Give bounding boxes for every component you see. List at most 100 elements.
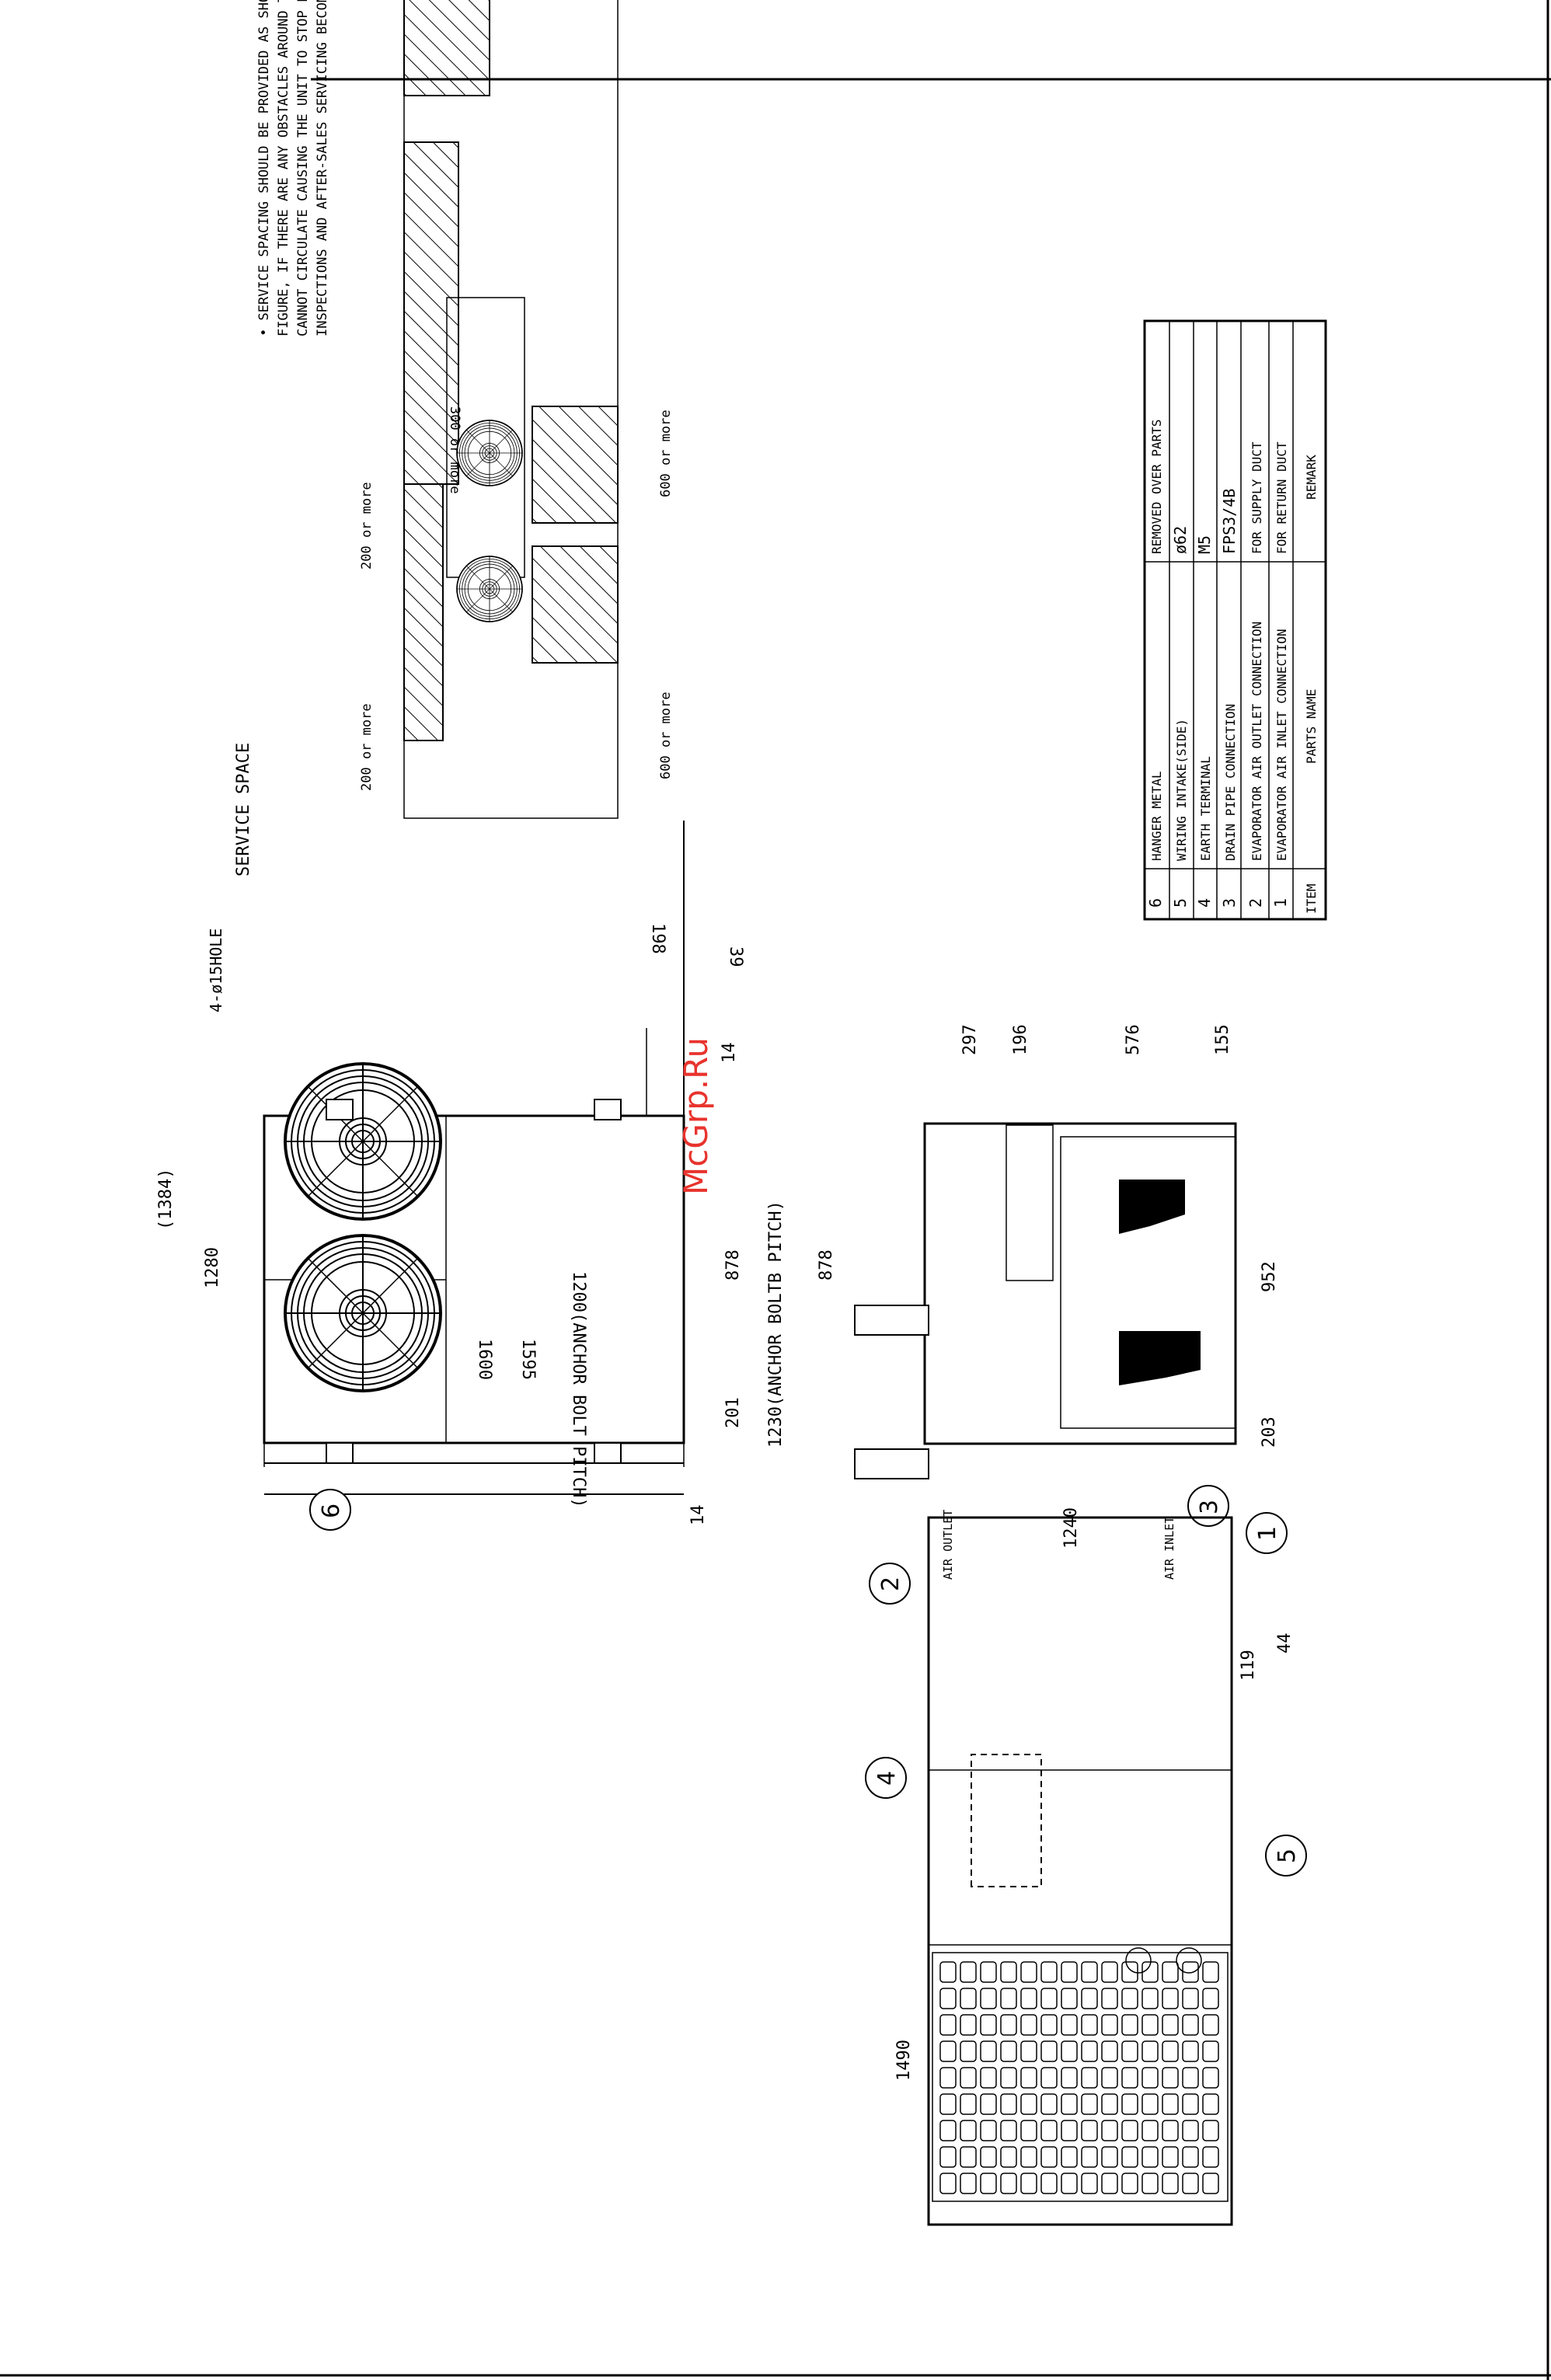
louver-cell [1182,2093,1199,2115]
louver-cell [1081,1961,1098,1983]
louver-cell [1121,1961,1138,1983]
cutaway-1 [1119,1331,1201,1385]
dim-155: 155 [1213,1024,1232,1055]
row-item-4: 4 [1195,898,1214,908]
louver-cell [1182,2014,1199,2036]
louver-cell [1141,1961,1159,1983]
label-200-left: 200 or more [359,703,375,791]
dim-anchor-pitch: 1200(ANCHOR BOLT PITCH) [569,1271,588,1508]
louver-cell [980,1988,997,2009]
louver-cell [960,1988,977,2009]
row-name-6: HANGER METAL [1149,771,1164,861]
parts-table: 6 HANGER METAL REMOVED OVER PARTS 5 WIRI… [1143,319,1327,921]
louver-cell [1101,2040,1118,2062]
service-zone-right [532,406,619,524]
louver-cell [939,2093,957,2115]
louver-cell [1202,2040,1219,2062]
row-remark-2: FOR SUPPLY DUCT [1250,441,1264,554]
louver-cell [1000,2120,1017,2141]
callout-4-label: 4 [873,1771,901,1786]
louver-cell [980,2120,997,2141]
louver-cell [1202,2120,1219,2141]
fan-icon [456,556,523,622]
louver-cell [1141,2093,1159,2115]
header-remark: REMARK [1304,455,1319,500]
earth-terminal-box [971,1754,1042,1887]
louver-cell [1020,2093,1037,2115]
louver-cell [1162,2014,1179,2036]
louver-cell [960,2067,977,2089]
dim-878: 878 [723,1249,743,1281]
louver-cell [1202,1988,1219,2009]
louver-cell [1040,2173,1058,2194]
dim-14b: 14 [720,1043,739,1064]
louver-cell [1040,2040,1058,2062]
service-zone-rear-1 [403,483,444,741]
louver-cell [1121,2014,1138,2036]
louver-cell [1141,2040,1159,2062]
louver-cell [1040,2146,1058,2168]
louver-cell [1121,2093,1138,2115]
label-air-outlet: AIR OUTLET [941,1510,955,1580]
fan-icon [284,1062,442,1221]
row-remark-1: FOR RETURN DUCT [1274,441,1289,554]
row-remark-5: ø62 [1171,526,1190,554]
label-600-left: 600 or more [658,692,674,779]
louver-cell [1040,2067,1058,2089]
louver-cell [1081,2146,1098,2168]
louver-cell [1121,2067,1138,2089]
louver-cell [1081,2014,1098,2036]
louver-cell [1182,2040,1199,2062]
dim-952: 952 [1260,1261,1279,1292]
louver-cell [1202,2067,1219,2089]
louver-cell [1020,2014,1037,2036]
louver-cell [1141,2173,1159,2194]
louver-cell [1061,1961,1078,1983]
louver-cell [1182,2173,1199,2194]
callout-6-label: 6 [318,1504,345,1518]
callout-4 [865,1757,907,1799]
row-name-2: EVAPORATOR AIR OUTLET CONNECTION [1250,622,1264,861]
louver-cell [1121,2040,1138,2062]
service-space-line-2: FIGURE, IF THERE ARE ANY OBSTACLES AROUN… [276,0,291,336]
dim-196: 196 [1011,1024,1030,1055]
louver-cell [1000,2146,1017,2168]
louver-cell [980,2014,997,2036]
dim-1280: 1280 [203,1247,222,1288]
callout-1-label: 1 [1254,1526,1281,1541]
louver-cell [960,2014,977,2036]
dim-297: 297 [960,1024,980,1055]
louver-cell [1141,1988,1159,2009]
callout-1 [1246,1512,1288,1554]
louver-cell [960,2146,977,2168]
louver-cell [1101,2067,1118,2089]
service-space-title: SERVICE SPACE [234,743,253,876]
louver-cell [1101,2120,1118,2141]
louver-grid [932,1952,1229,2202]
louver-cell [1000,1988,1017,2009]
louver-cell [1081,2120,1098,2141]
callout-5 [1265,1835,1307,1876]
front-view: 1240 119 44 1490 AIR OUTLET AIR INLET 1 … [865,1507,1307,2226]
louver-cell [1000,2173,1017,2194]
louver-cell [1202,1961,1219,1983]
service-space-line-1: • SERVICE SPACING SHOULD BE PROVIDED AS … [256,0,272,336]
louver-cell [939,2173,957,2194]
dim-anchor-pitch-2: 1230(ANCHOR BOLTB PITCH) [766,1200,786,1448]
louver-cell [1040,1988,1058,2009]
louver-cell [1000,1961,1017,1983]
louver-cell [1040,2120,1058,2141]
dim-14a: 14 [688,1505,708,1526]
louver-cell [1081,1988,1098,2009]
louver-cell [980,2093,997,2115]
louver-cell [1162,1961,1179,1983]
louver-cell [1101,2093,1118,2115]
side-view: 297 196 576 155 878 952 203 3 [817,1024,1279,1527]
louver-cell [1000,2067,1017,2089]
louver-cell [980,2173,997,2194]
louver-cell [1061,2173,1078,2194]
louver-cell [1101,1988,1118,2009]
